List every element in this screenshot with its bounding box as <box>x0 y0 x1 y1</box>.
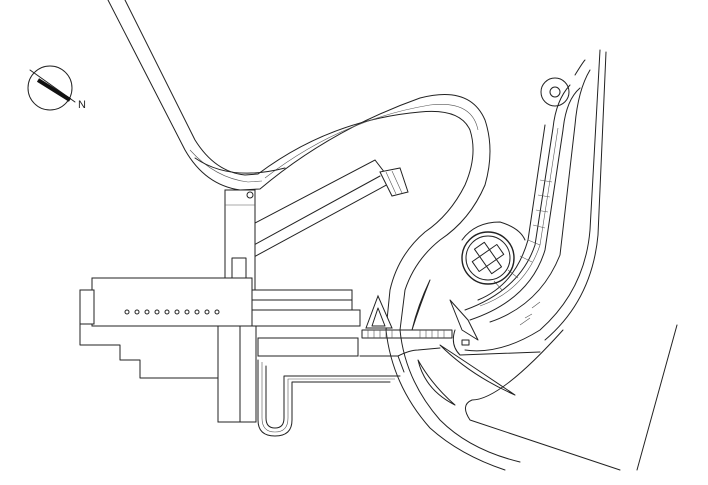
diagonal-wing-ridge <box>251 175 381 247</box>
circular-plaza <box>461 221 526 285</box>
diagonal-wing-outer <box>237 159 393 259</box>
plaza-cross-ornament <box>471 241 505 275</box>
road-centre-line <box>264 104 479 179</box>
connector-edge <box>452 329 541 356</box>
road-markings <box>519 301 541 326</box>
main-building <box>79 277 257 423</box>
tower-outer <box>224 189 256 291</box>
right-road-edge-1 <box>464 49 601 352</box>
bridge-middle <box>251 309 361 327</box>
ramp-end-tick <box>574 59 586 76</box>
north-arrow-needle <box>36 78 72 102</box>
approach-road <box>107 0 521 471</box>
island-1 <box>411 279 431 331</box>
island-3 <box>439 344 516 396</box>
road-island-curve <box>194 157 286 174</box>
triangle-pavilion-inner <box>371 307 386 327</box>
curved-ramp <box>464 59 591 323</box>
window-row <box>124 309 220 315</box>
u-path-inner <box>265 365 401 429</box>
right-road-edge-2 <box>544 51 607 341</box>
ramp-inner-edge-1 <box>464 84 571 311</box>
plaza-apron <box>461 221 526 241</box>
road-median-line <box>189 149 263 183</box>
ramp-outer-edge-2 <box>489 69 591 323</box>
ramp-inner-edge-2 <box>477 124 546 301</box>
right-boundary-road <box>452 49 678 471</box>
diagonal-wing-end-block <box>379 167 409 197</box>
ramp-tread-line <box>479 127 559 307</box>
plaza-circle-outer <box>461 231 515 285</box>
u-path-centre <box>261 362 395 433</box>
island-4 <box>449 299 479 341</box>
lower-road-edge <box>465 329 621 471</box>
u-path-outer <box>257 359 391 437</box>
traffic-islands <box>411 279 516 406</box>
south-block <box>217 325 257 423</box>
north-arrow-circle <box>27 65 73 111</box>
stepped-terrace <box>79 323 219 379</box>
right-road-edge-3 <box>636 324 678 471</box>
triangle-pavilion <box>365 294 393 329</box>
ramp-turn-circle-outer <box>540 77 570 107</box>
tower-marker <box>246 191 254 199</box>
main-hall <box>91 277 253 327</box>
island-2 <box>417 359 456 406</box>
u-path-link-2 <box>397 347 441 357</box>
bridge-lower <box>257 337 359 357</box>
road-outer-edge <box>107 0 521 463</box>
u-path <box>257 347 441 437</box>
north-label: N <box>78 99 86 111</box>
main-hall-west-step <box>79 289 95 325</box>
small-marker <box>461 339 470 346</box>
ramp-hatching <box>493 179 553 291</box>
walkway <box>361 329 453 339</box>
u-path-link <box>359 355 405 373</box>
diagonal-building <box>237 159 409 259</box>
road-inner-edge <box>124 0 506 471</box>
tower-block <box>224 189 256 297</box>
plaza-circle-inner <box>465 235 511 281</box>
ramp-turn-circle-inner <box>549 86 561 98</box>
bridge-bands <box>251 289 470 357</box>
walkway-hatching <box>367 330 445 338</box>
north-arrow: N <box>27 65 86 111</box>
ramp-outer-edge-1 <box>469 87 581 321</box>
